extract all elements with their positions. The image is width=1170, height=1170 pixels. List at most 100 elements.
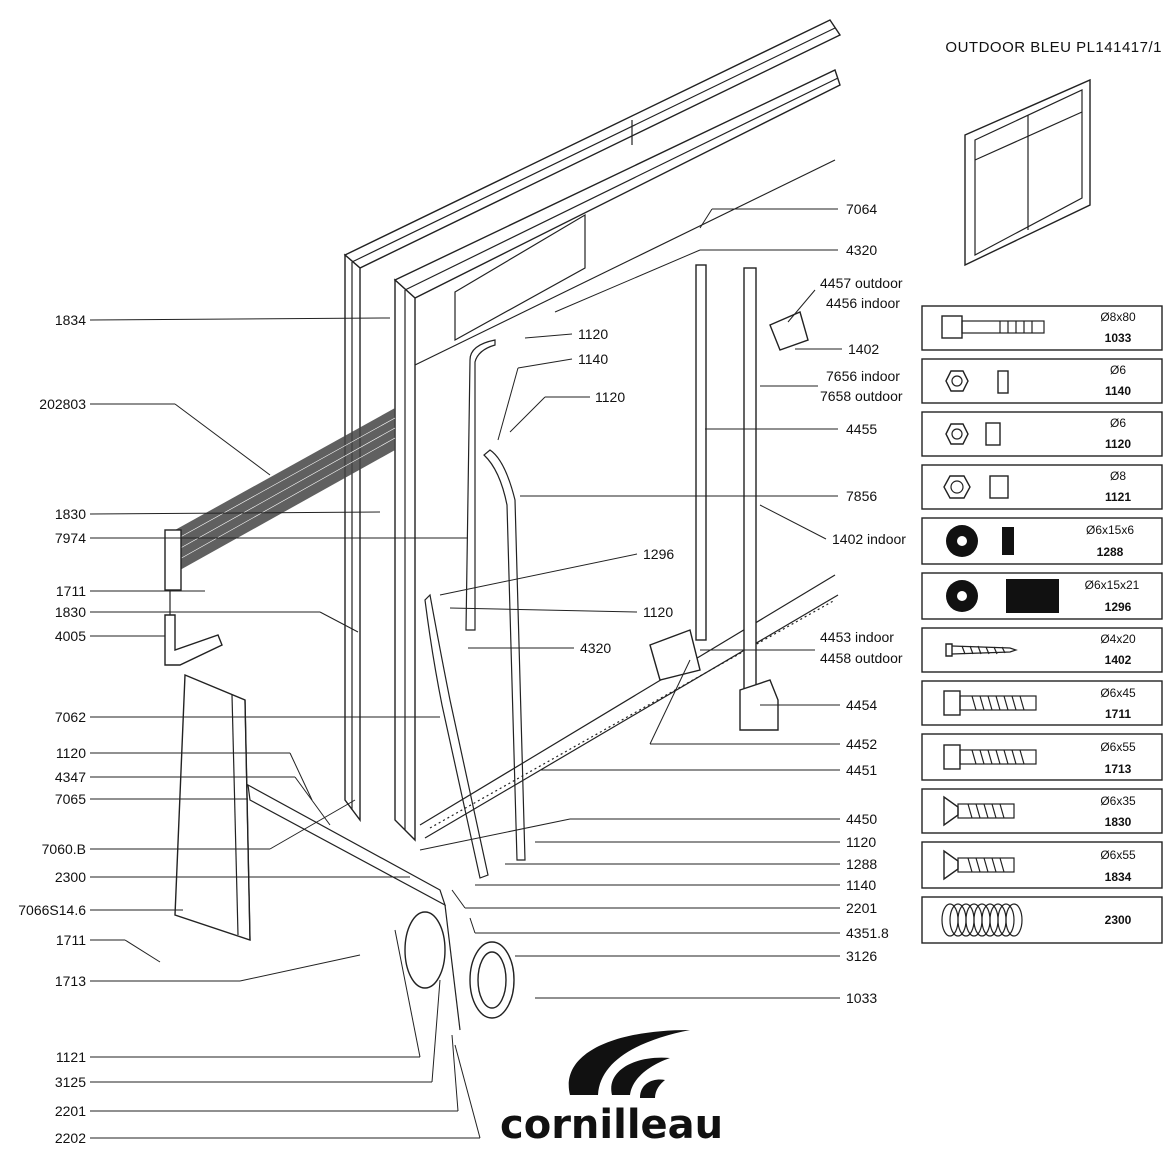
hardware-code: 1140 [1105, 384, 1131, 398]
frame-arms [247, 264, 809, 907]
countersunk-screw-icon [943, 795, 1015, 827]
hardware-code: 1033 [1105, 331, 1132, 345]
part-label: 3126 [846, 948, 877, 964]
brand-wordmark: cornilleau [500, 1102, 723, 1148]
part-label: 4320 [580, 640, 611, 656]
hardware-spec: Ø6x15x6 [1086, 523, 1134, 537]
part-label: 1402 [848, 341, 879, 357]
part-label: 1033 [846, 990, 877, 1006]
part-label: 1713 [55, 973, 86, 989]
hardware-legend: Ø8x80 1033 Ø6 1140 Ø6 1120 [921, 305, 1163, 944]
part-label: 4453 indoor [820, 629, 894, 645]
table-inset-thumbnail [964, 78, 1091, 267]
part-label: 1296 [643, 546, 674, 562]
lock-nut-icon [943, 475, 1009, 499]
hardware-code: 2300 [1105, 913, 1132, 927]
part-label: 1711 [56, 583, 86, 599]
part-label: 1140 [578, 351, 608, 367]
part-label: 4320 [846, 242, 877, 258]
part-label: 1140 [846, 877, 876, 893]
part-label: 7856 [846, 488, 877, 504]
hardware-spec: Ø6 [1110, 363, 1126, 377]
part-label: 4347 [55, 769, 86, 785]
part-label: 4005 [55, 628, 86, 644]
wheel-assembly [404, 904, 515, 1031]
part-label: 3125 [55, 1074, 86, 1090]
diagram-title: OUTDOOR BLEU PL141417/1 [945, 39, 1162, 56]
hardware-item-1120: Ø6 1120 [921, 411, 1163, 457]
hardware-spec: Ø8x80 [1100, 310, 1136, 324]
hardware-code: 1120 [1105, 437, 1131, 451]
hardware-item-1288: Ø6x15x6 1288 [921, 517, 1163, 565]
right-callouts: 7064 4320 4457 outdoor 4456 indoor 1402 … [419, 201, 906, 1006]
left-callouts: 1834 202803 1830 7974 1711 1830 4005 706… [18, 312, 481, 1146]
part-label: 7060.B [42, 841, 86, 857]
hardware-code: 1834 [1105, 870, 1132, 884]
hardware-code: 1711 [1105, 707, 1131, 721]
thick-washer-icon [946, 525, 1014, 557]
spacer-icon [946, 579, 1059, 613]
middle-callouts: 1120 1140 1120 1296 1120 4320 [439, 326, 674, 656]
hardware-item-1402: Ø4x20 1402 [921, 627, 1163, 673]
part-label: 7065 [55, 791, 86, 807]
hardware-code: 1121 [1105, 490, 1131, 504]
part-label: 4454 [846, 697, 877, 713]
part-label: 4457 outdoor [820, 275, 903, 291]
hardware-spec: Ø6x55 [1100, 740, 1136, 754]
countersunk-screw-icon [943, 849, 1015, 881]
part-label: 1288 [846, 856, 877, 872]
hardware-item-1711: Ø6x45 1711 [921, 680, 1163, 726]
hardware-item-1296: Ø6x15x21 1296 [921, 572, 1163, 620]
hardware-code: 1830 [1105, 815, 1132, 829]
net-post-clamp [164, 614, 223, 666]
hex-bolt-icon [941, 315, 1045, 339]
hardware-item-1830: Ø6x35 1830 [921, 788, 1163, 834]
part-label: 1834 [55, 312, 86, 328]
wood-screw-icon [945, 643, 1018, 657]
part-label: 1120 [578, 326, 608, 342]
hardware-item-1033: Ø8x80 1033 [921, 305, 1163, 351]
part-label: 7656 indoor [826, 368, 900, 384]
part-label: 7062 [55, 709, 86, 725]
part-label: 1830 [55, 506, 86, 522]
hardware-spec: Ø4x20 [1100, 632, 1136, 646]
hardware-code: 1288 [1097, 545, 1124, 559]
hardware-spec: Ø8 [1110, 469, 1126, 483]
hardware-item-1121: Ø8 1121 [921, 464, 1163, 510]
part-label: 4456 indoor [826, 295, 900, 311]
spring-washer-icon [941, 903, 1023, 937]
table-top-front [393, 69, 841, 842]
hardware-spec: Ø6x15x21 [1085, 578, 1140, 592]
brand-logo: cornilleau [500, 1030, 723, 1148]
part-label: 2202 [55, 1130, 86, 1146]
part-label: 1120 [56, 745, 86, 761]
hardware-item-2300: 2300 [921, 896, 1163, 944]
part-label: 7066S14.6 [18, 902, 86, 918]
hardware-spec: Ø6x45 [1100, 686, 1136, 700]
part-label: 4452 [846, 736, 877, 752]
hex-nut-icon [945, 370, 1009, 394]
hex-screw-icon [943, 744, 1037, 770]
part-label: 1120 [643, 604, 673, 620]
part-label: 2201 [55, 1103, 86, 1119]
net-assembly [164, 408, 396, 650]
part-label: 2201 [846, 900, 877, 916]
part-label: 2300 [55, 869, 86, 885]
part-label: 4451 [846, 762, 877, 778]
leg-panel [174, 673, 251, 941]
hardware-item-1713: Ø6x55 1713 [921, 733, 1163, 781]
part-label: 4351.8 [846, 925, 889, 941]
hardware-code: 1296 [1105, 600, 1132, 614]
part-label: 1120 [846, 834, 876, 850]
part-label: 1402 indoor [832, 531, 906, 547]
hardware-spec: Ø6 [1110, 416, 1126, 430]
part-label: 7658 outdoor [820, 388, 903, 404]
hardware-code: 1713 [1105, 762, 1132, 776]
part-label: 4450 [846, 811, 877, 827]
part-label: 1121 [56, 1049, 86, 1065]
part-label: 4458 outdoor [820, 650, 903, 666]
hardware-spec: Ø6x35 [1100, 794, 1136, 808]
hex-screw-icon [943, 690, 1037, 716]
hardware-code: 1402 [1105, 653, 1132, 667]
